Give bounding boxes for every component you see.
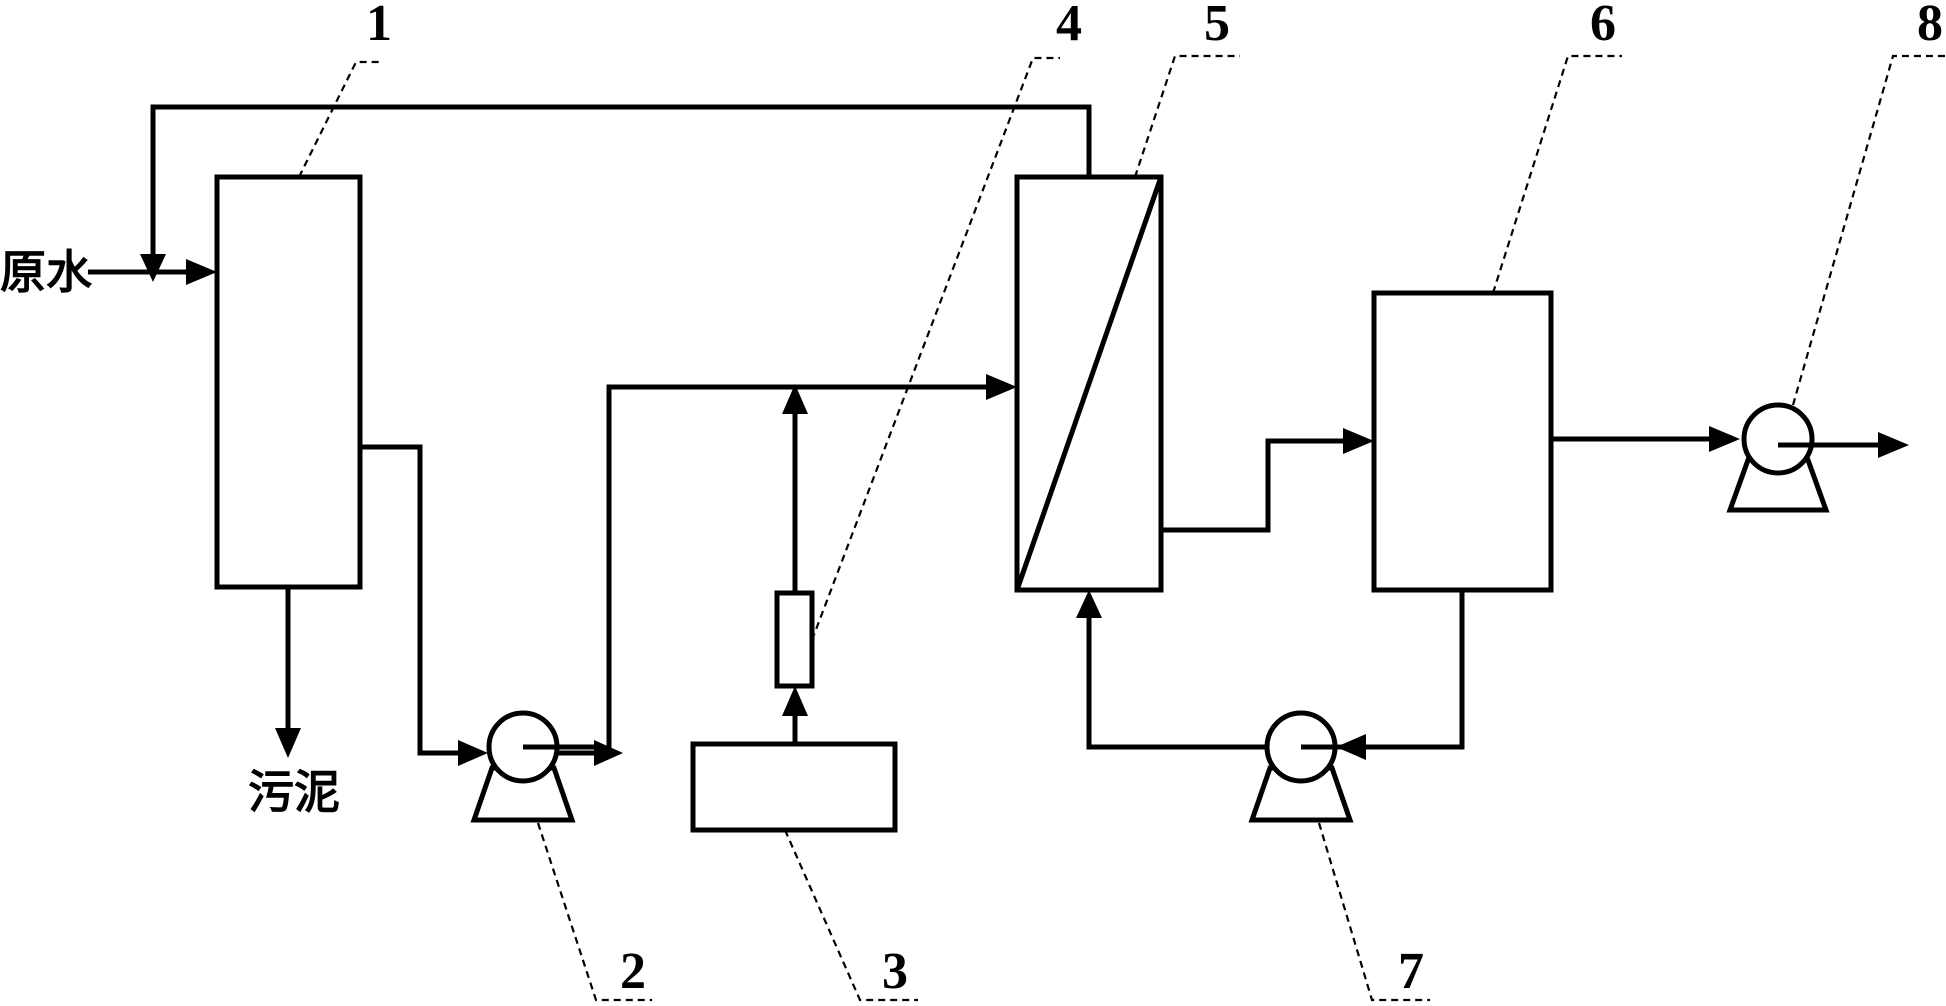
component-label-7: 7 [1398,943,1424,1000]
pipe-tank6-to-pump7 [1362,590,1465,750]
leader-7 [1317,822,1430,1002]
component-label-2: 2 [620,943,646,1000]
arrowhead-to-tank6 [1343,428,1374,454]
pump-8 [1726,402,1882,513]
pipe-pump2-to-module5 [527,384,990,756]
arrowhead-to-module5 [986,374,1017,400]
tank-6 [1371,290,1554,593]
arrowhead-dosing-upper [782,384,808,414]
arrowhead-discharge [1878,432,1909,458]
sludge-label: 污泥 [248,765,340,819]
component-label-8: 8 [1917,0,1943,52]
leader-5 [1133,54,1240,178]
pipe-pump7-to-module5 [1086,617,1268,750]
leader-2 [536,822,652,1002]
component-label-6: 6 [1590,0,1616,52]
pump-7 [1248,710,1354,823]
arrowhead-raw-water [186,259,217,285]
arrowhead-recycle [140,254,166,282]
recycle-pipe [150,104,1092,258]
raw-water-label: 原水 [0,245,93,299]
pipe-module5-to-tank6 [1161,438,1347,533]
arrowhead-to-pump8 [1709,426,1740,452]
pump-2 [470,710,604,823]
arrowhead-dosing-lower [782,686,808,716]
component-label-4: 4 [1056,0,1082,52]
leader-1 [298,60,380,178]
leader-4 [810,56,1060,641]
pipe-tank1-to-pump2 [360,444,462,756]
flowmeter-4 [774,590,815,689]
leader-8 [1791,54,1946,406]
component-label-3: 3 [882,943,908,1000]
leader-3 [783,829,918,1002]
arrowhead-to-pump7 [1336,734,1366,760]
membrane-module-5 [1014,174,1164,593]
component-label-1: 1 [366,0,392,52]
arrowhead-sludge [275,728,301,758]
arrowhead-to-module5-bottom [1076,590,1102,618]
tank-1 [214,174,363,590]
component-label-5: 5 [1204,0,1230,52]
dosing-tank-3 [690,741,898,833]
arrowhead-to-pump2 [458,740,488,766]
leader-6 [1491,54,1622,294]
